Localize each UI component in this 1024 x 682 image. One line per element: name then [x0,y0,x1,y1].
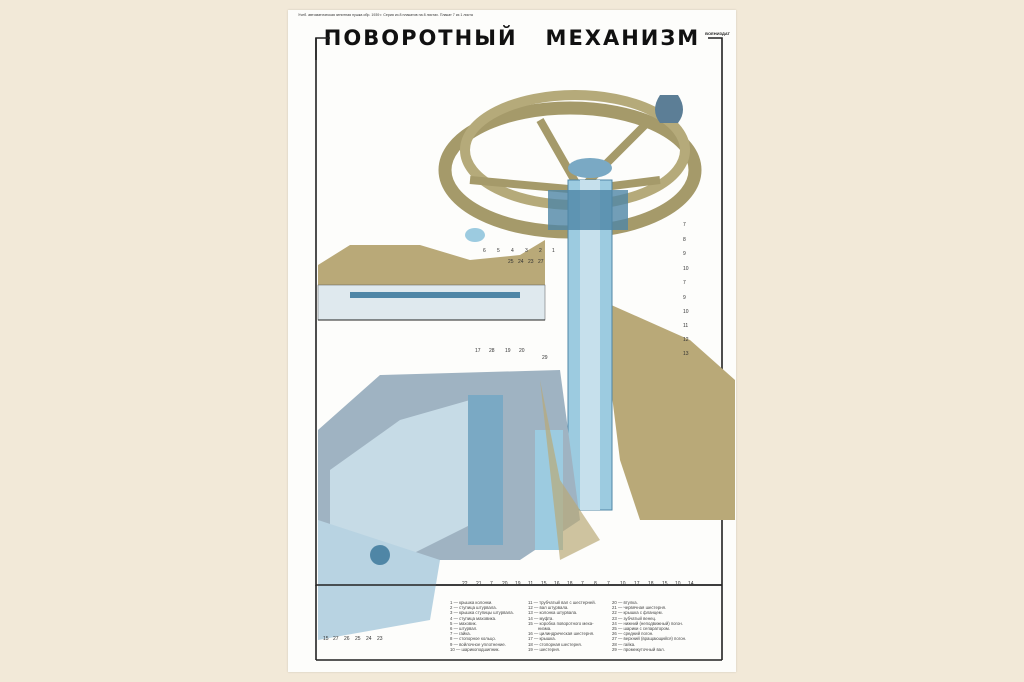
legend-item: 17 — крышка. [528,636,556,642]
callout: 16 [554,581,560,587]
inset-view [317,240,546,321]
callout: 10 [683,309,689,315]
gearbox [318,370,600,640]
callout: 27 [333,636,339,642]
legend-item: 7 — гайка. [450,631,471,637]
legend-item: 11 — трубчатый вал с шестерней. [528,600,596,605]
callout: 9 [683,295,686,301]
callout: 24 [518,259,524,265]
legend-item: 22 — крышка с фланцем. [612,610,663,616]
poster: Учеб. автоматическая зенитная пушка обр.… [288,10,736,672]
callout: 28 [489,348,495,354]
callout: 27 [538,259,544,265]
callout: 15 [323,636,329,642]
legend-item: 18 — стопорная шестерня. [528,641,582,647]
callout: 15 [662,581,668,587]
header-note: Учеб. автоматическая зенитная пушка обр.… [298,13,473,17]
legend-item: 26 — средний погон. [612,631,654,637]
legend-item: 23 — зубчатый венец. [612,615,657,621]
callout: 20 [519,348,525,354]
legend-item: 20 — втулка. [612,600,638,605]
callout: 10 [683,266,689,272]
callout: 19 [515,581,521,587]
title-word: МЕХАНИЗМ [545,26,701,50]
legend-column-1: 1 — крышка колонки. 2 — ступица штурвала… [450,600,514,652]
legend-item: 14 — муфта. [528,615,554,621]
callout: 25 [508,259,514,265]
callout: 25 [355,636,361,642]
legend-item: 13 — колонка штурвала. [528,610,578,616]
handwheel-section [465,228,485,242]
legend-item: 16 — цилиндрическая шестерня. [528,631,595,637]
callout: 5 [497,248,500,254]
callout: 15 [541,581,547,587]
callout: 3 [525,248,528,254]
page-title: ПОВОРОТНЫЙ МЕХАНИЗМ [288,26,736,50]
legend-item: 28 — гайка. [612,641,636,647]
legend-item: 24 — нижний (неподвижный) погон. [612,620,683,626]
callout: 17 [475,348,481,354]
callout: 11 [683,323,688,329]
legend-item: 1 — крышка колонки. [450,600,493,605]
handle-knob-icon [655,95,683,123]
callout: 21 [476,581,482,587]
callout: 12 [683,337,689,343]
callout: 23 [528,259,534,265]
callout: 18 [567,581,573,587]
legend-item: 10 — шарикоподшипник. [450,646,500,652]
legend-item: 25 — шарики с сепаратором. [612,626,671,632]
callout: 8 [683,237,686,243]
callout: 11 [528,581,533,587]
callout: 17 [634,581,640,587]
legend-item: 21 — червячная шестерня. [612,605,667,611]
legend-item: 12 — вал штурвала. [528,605,569,611]
callout: 19 [505,348,511,354]
publisher-label: ВОЕНИЗДАТ [705,31,730,36]
callout: 22 [462,581,468,587]
callout-labels: 6 5 4 3 2 1 25 24 23 27 7 8 9 10 7 9 10 … [323,222,694,642]
legend-item: 15 — коробка поворотного меха- [528,620,594,626]
callout: 10 [620,581,626,587]
callout: 26 [344,636,350,642]
callout: 7 [683,222,686,228]
callout: 24 [366,636,372,642]
legend-item: 27 — верхний (вращающийся) погон. [612,636,687,642]
legend-item: 19 — шестерня. [528,646,561,652]
legend-column-3: 20 — втулка. 21 — червячная шестерня. 22… [612,600,686,652]
callout: 10 [675,581,681,587]
callout: 7 [607,581,610,587]
callout: 13 [683,351,689,357]
legend-item: 4 — ступица маховика. [450,615,497,621]
legend-item: 29 — промежуточный вал. [612,646,665,652]
legend-item: низма. [538,626,552,632]
callout: 8 [594,581,597,587]
legend-item: 9 — войлочное уплотнение. [450,641,506,647]
callout: 6 [483,248,486,254]
legend-item: 8 — стопорное кольцо. [450,636,496,642]
legend-item: 2 — ступица штурвала. [450,605,497,611]
legend-item: 5 — маховик. [450,620,477,626]
title-word: ПОВОРОТНЫЙ [323,26,518,50]
callout: 4 [511,248,514,254]
callout: 14 [688,581,694,587]
callout: 18 [648,581,654,587]
callout: 23 [377,636,383,642]
callout: 29 [542,355,548,361]
callout: 7 [490,581,493,587]
callout: 9 [683,251,686,257]
legend-item: 6 — штурвал. [450,626,478,632]
steering-column [548,158,735,520]
mechanism-illustration: 6 5 4 3 2 1 25 24 23 27 7 8 9 10 7 9 10 … [315,37,735,661]
callout: 7 [683,280,686,286]
legend-column-2: 11 — трубчатый вал с шестерней. 12 — вал… [528,600,596,652]
callout: 1 [552,248,555,254]
callout: 7 [581,581,584,587]
legend-item: 3 — крышка ступицы штурвала. [450,610,514,616]
callout: 2 [539,248,542,254]
callout: 20 [502,581,508,587]
